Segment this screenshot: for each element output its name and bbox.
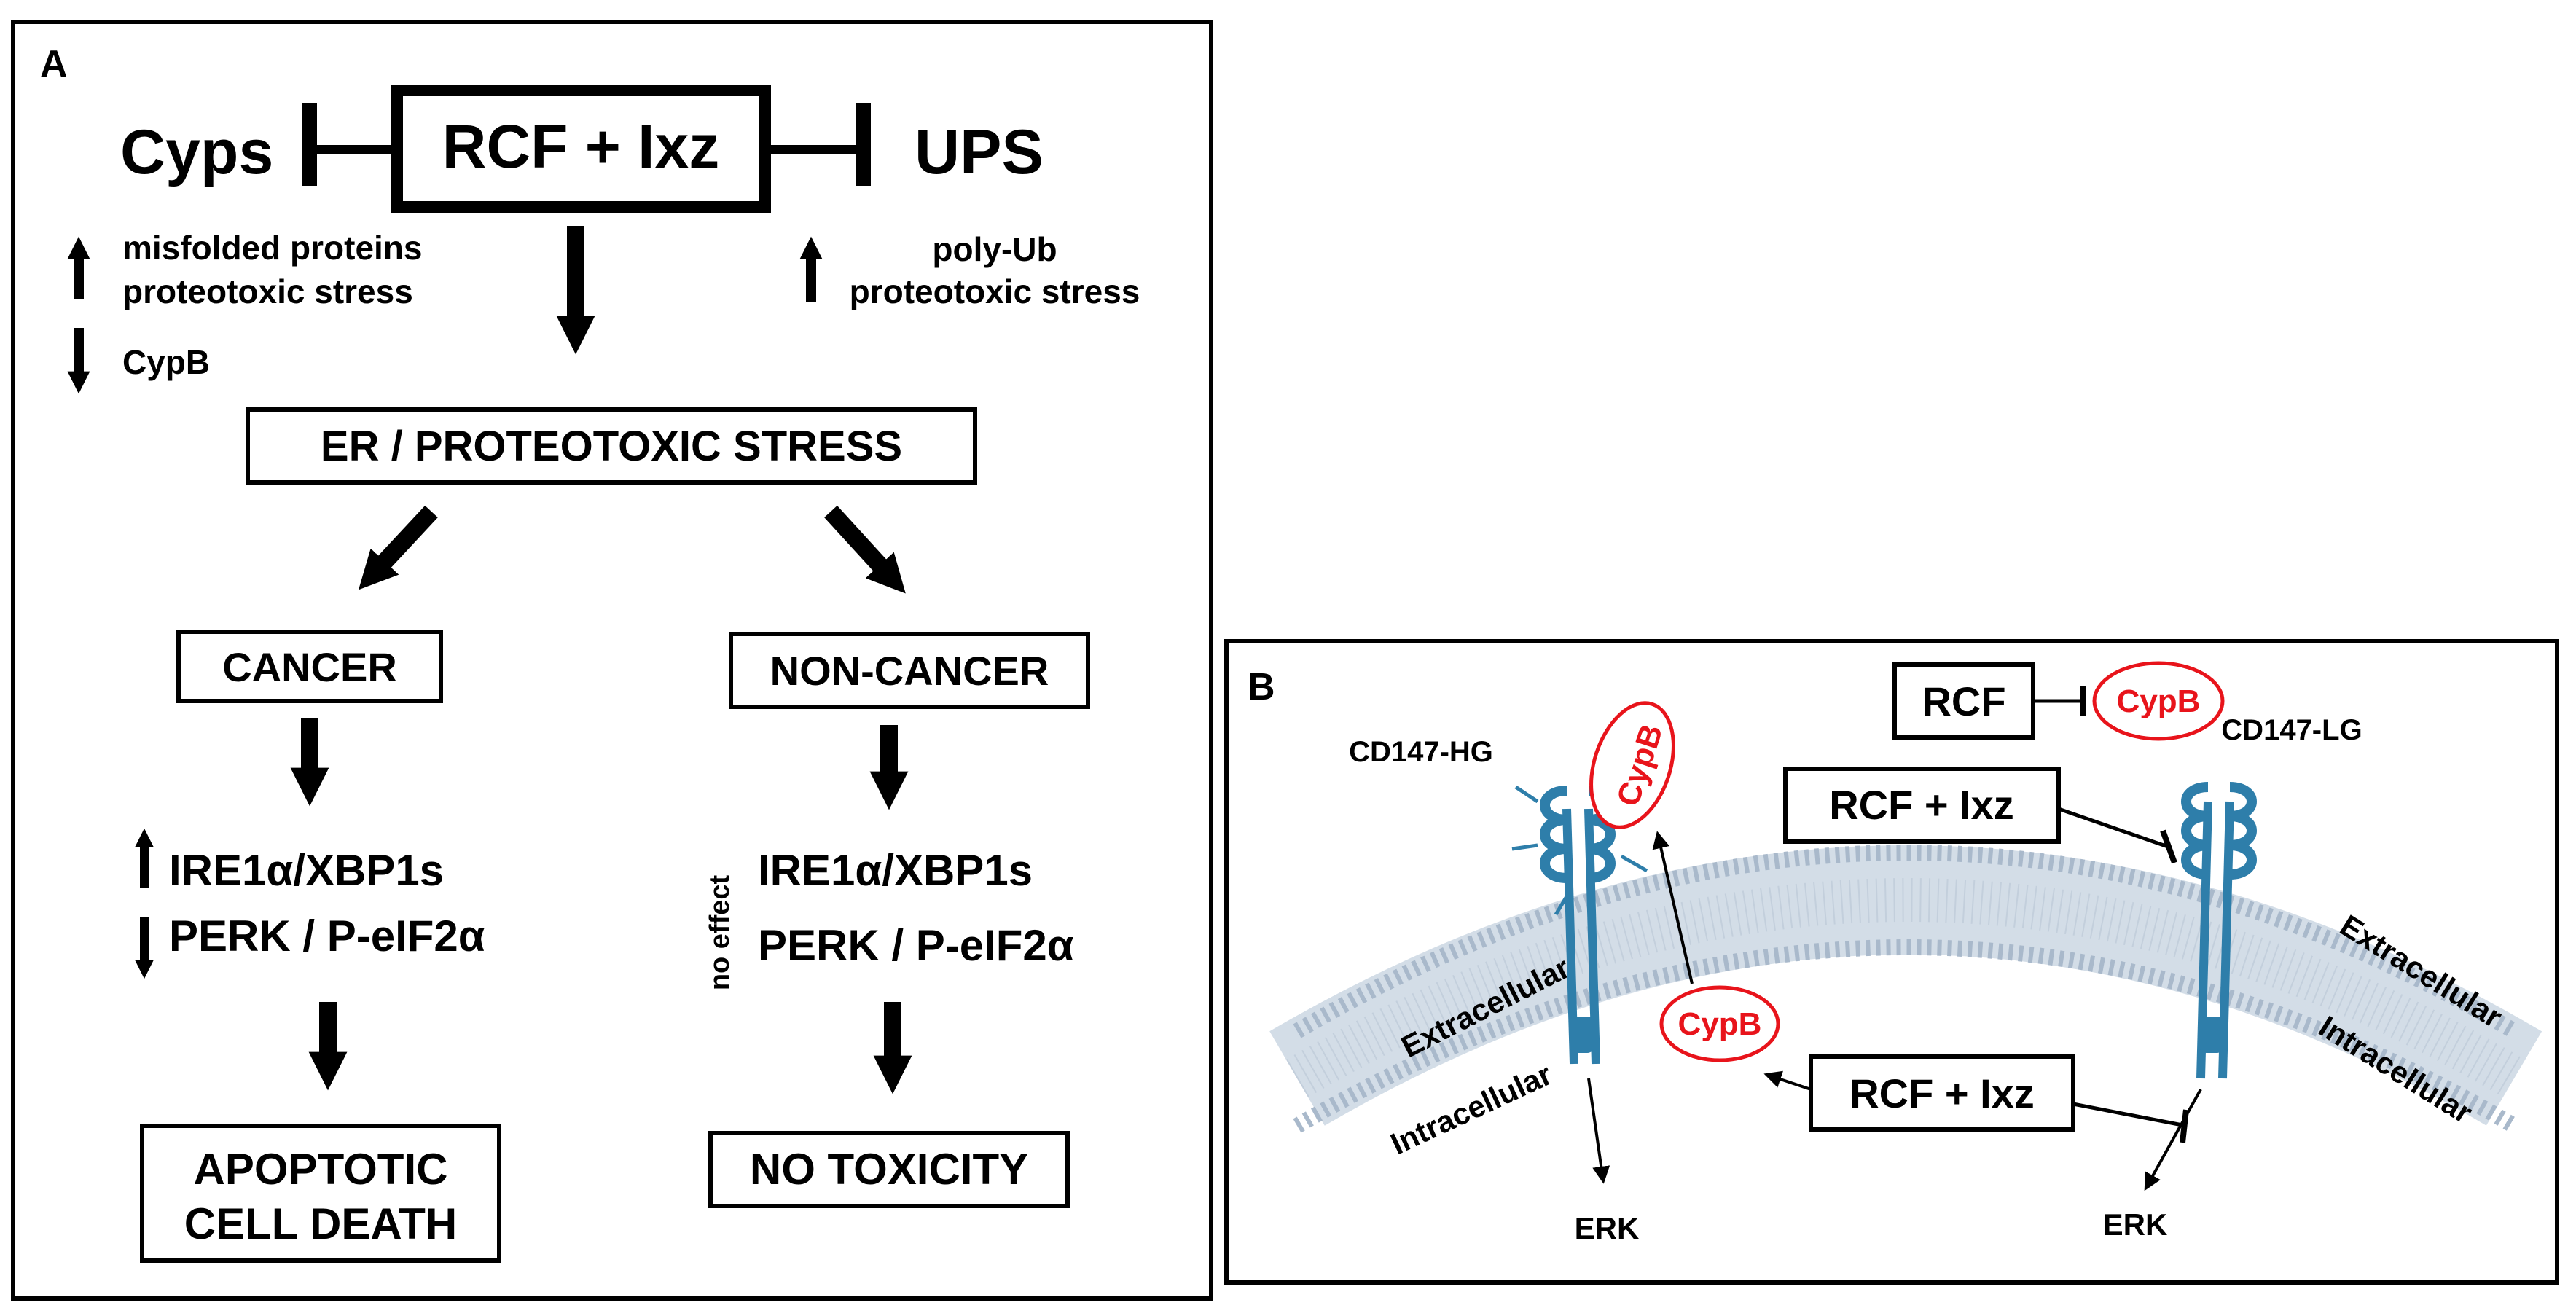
non-cancer-label: NON-CANCER — [770, 648, 1049, 694]
left-proteotoxic-text: proteotoxic stress — [122, 273, 413, 310]
apoptotic-box — [140, 1124, 501, 1263]
panel-b: B Extracellular Intracellular Extracellu… — [1224, 639, 2559, 1285]
cancer-ire1-text: IRE1α/XBP1s — [169, 846, 444, 895]
membrane-inner-heads — [1293, 939, 2518, 1133]
erk-left-label: ERK — [1575, 1211, 1640, 1245]
cyps-label: Cyps — [120, 117, 273, 187]
bottom-arrow-icon — [1763, 1070, 1812, 1091]
right-proteotoxic-text: proteotoxic stress — [850, 273, 1140, 310]
apoptotic-label: APOPTOTIC — [194, 1145, 448, 1194]
cancer-label: CANCER — [222, 644, 397, 690]
noncancer-ire1-text: IRE1α/XBP1s — [758, 846, 1033, 895]
no-toxicity-label: NO TOXICITY — [750, 1145, 1028, 1194]
erk-right-label: ERK — [2103, 1207, 2168, 1242]
non-cancer-box — [729, 632, 1090, 709]
diagonal-arrow-icon — [359, 505, 438, 590]
cd147-hg-label: CD147-HG — [1349, 736, 1493, 768]
rcf-ixz-top-label: RCF + Ixz — [1829, 782, 2014, 828]
cd147-lg-receptor — [2181, 782, 2257, 1079]
rcf-ixz-box — [391, 85, 771, 213]
erk-left-arrow-icon — [1587, 1078, 1610, 1184]
cancer-box — [176, 630, 443, 703]
rcf-ixz-bottom-label: RCF + Ixz — [1849, 1070, 2035, 1116]
diagonal-arrow-icon — [824, 505, 906, 594]
cypb-secreted-label: CypB — [1678, 1006, 1762, 1042]
panel-a-label: A — [40, 43, 68, 85]
cd147-hg-receptor — [1511, 756, 1648, 1065]
rcf-ixz-top-box — [1783, 767, 2061, 844]
top-inhibition-bar — [2160, 829, 2177, 864]
cancer-perk-text: PERK / P-eIF2α — [169, 912, 485, 960]
erk-right-arrow-icon — [2144, 1089, 2202, 1191]
cypb-down-text: CypB — [122, 343, 210, 381]
no-toxicity-box — [708, 1131, 1070, 1208]
panel-a-frame — [11, 20, 1213, 1301]
noncancer-perk-text: PERK / P-eIF2α — [758, 921, 1074, 970]
rcf-ixz-label: RCF + Ixz — [442, 112, 719, 181]
rcf-ixz-bottom-box — [1809, 1054, 2075, 1132]
top-inhibition-line — [2058, 807, 2169, 849]
cd147-lg-label: CD147-LG — [2221, 714, 2362, 746]
membrane-outer-heads — [1293, 845, 2518, 1038]
cypb-secreted-ellipse — [1659, 985, 1780, 1062]
secretion-arrow-icon — [1652, 831, 1694, 984]
cypb-top-label: CypB — [2117, 684, 2201, 719]
panel-b-frame — [1224, 639, 2559, 1285]
er-stress-box — [246, 407, 977, 485]
er-stress-label: ER / PROTEOTOXIC STRESS — [321, 423, 902, 470]
bottom-inhibition-line — [2072, 1102, 2187, 1128]
poly-ub-text: poly-Ub — [932, 230, 1057, 268]
membrane-bilayer — [1269, 845, 2542, 1126]
panel-a: A RCF + Ixz Cyps UPS misfolded proteins … — [11, 20, 1213, 1301]
cell-death-label: CELL DEATH — [184, 1199, 457, 1248]
panel-b-label: B — [1248, 666, 1275, 708]
cypb-bound-ellipse — [1589, 701, 1675, 829]
no-effect-text: no effect — [705, 874, 735, 990]
cypb-top-ellipse — [2092, 661, 2225, 741]
rcf-label: RCF — [1922, 678, 2005, 724]
misfolded-proteins-text: misfolded proteins — [122, 229, 422, 267]
ups-label: UPS — [915, 117, 1044, 187]
